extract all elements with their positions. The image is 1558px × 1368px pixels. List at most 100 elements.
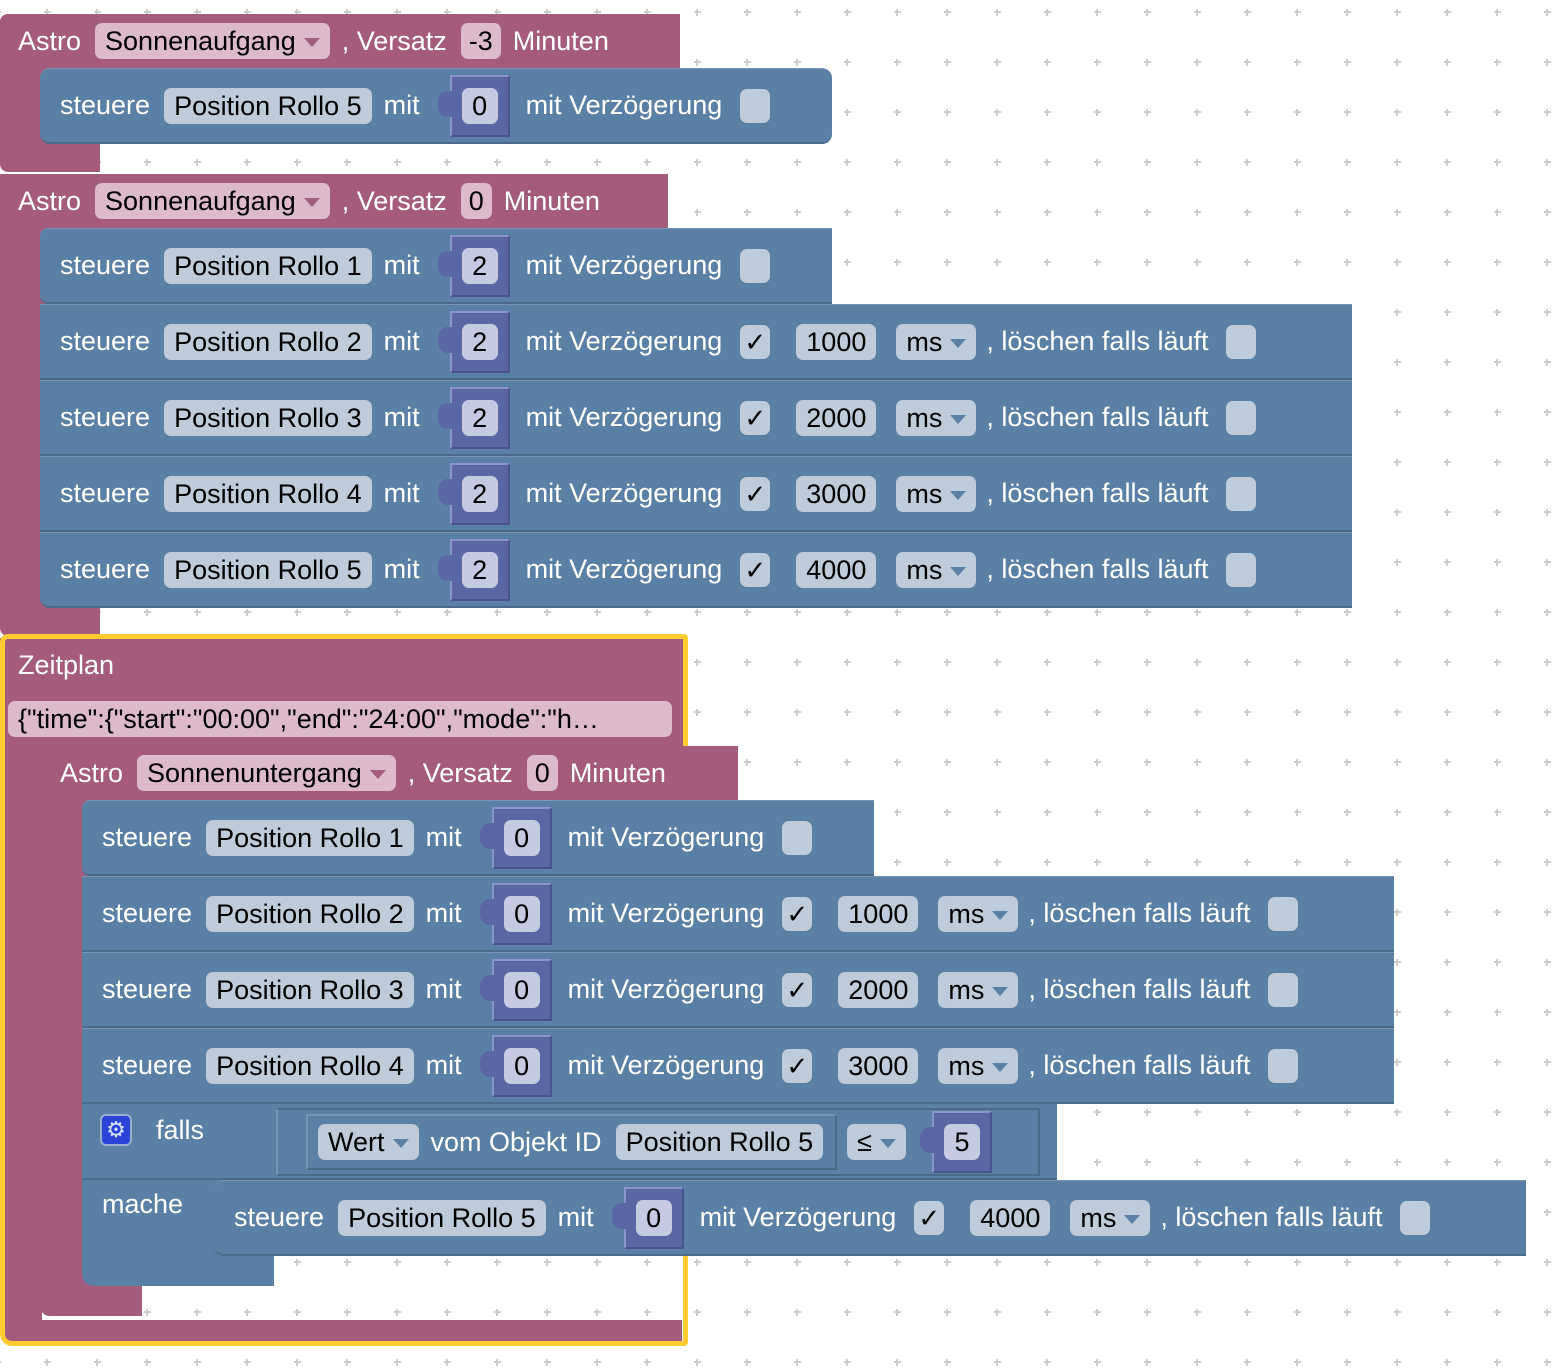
delay-unit-dropdown[interactable]: ms	[896, 323, 977, 360]
number-block[interactable]: 2	[437, 310, 510, 373]
delay-input[interactable]: 1000	[796, 323, 877, 360]
delay-checkbox[interactable]: ✓	[740, 324, 771, 359]
operator-dropdown[interactable]: ≤	[847, 1124, 906, 1160]
number-block[interactable]: 0	[479, 806, 552, 869]
astro-block-1-header[interactable]: Astro Sonnenaufgang , Versatz -3 Minuten	[0, 14, 680, 68]
delay-input[interactable]: 1000	[838, 895, 919, 932]
number-input[interactable]: 0	[503, 1047, 540, 1084]
delay-checkbox[interactable]: ✓	[740, 552, 771, 587]
control-block[interactable]: steuere Position Rollo 3 mit 0 mit Verzö…	[82, 952, 1394, 1028]
clear-checkbox[interactable]	[1268, 972, 1299, 1007]
delay-unit-dropdown[interactable]: ms	[938, 895, 1019, 932]
schedule-block-footer[interactable]	[0, 1320, 682, 1342]
control-block[interactable]: steuere Position Rollo 4 mit 2 mit Verzö…	[40, 456, 1352, 532]
control-block[interactable]: steuere Position Rollo 2 mit 2 mit Verzö…	[40, 304, 1352, 380]
object-id-field[interactable]: Position Rollo 5	[615, 1124, 824, 1160]
object-id-field[interactable]: Position Rollo 5	[164, 87, 372, 124]
object-id-field[interactable]: Position Rollo 5	[164, 551, 372, 588]
control-block[interactable]: steuere Position Rollo 1 mit 2 mit Verzö…	[40, 228, 832, 304]
delay-input[interactable]: 2000	[838, 971, 919, 1008]
clear-checkbox[interactable]	[1226, 400, 1257, 435]
delay-checkbox[interactable]	[740, 248, 771, 283]
delay-checkbox[interactable]	[782, 820, 813, 855]
offset-input[interactable]: -3	[460, 23, 501, 59]
number-input[interactable]: 0	[503, 971, 540, 1008]
number-block[interactable]: 0	[611, 1186, 684, 1249]
delay-input[interactable]: 3000	[796, 475, 877, 512]
number-input[interactable]: 5	[944, 1124, 980, 1160]
get-value-block[interactable]: Wert vom Objekt ID Position Rollo 5	[306, 1114, 838, 1170]
number-block[interactable]: 2	[437, 234, 510, 297]
number-input[interactable]: 2	[461, 475, 498, 512]
schedule-block-frame[interactable]	[0, 638, 42, 1342]
delay-unit-dropdown[interactable]: ms	[938, 1047, 1019, 1084]
delay-checkbox[interactable]: ✓	[914, 1200, 945, 1235]
property-dropdown[interactable]: Wert	[318, 1124, 419, 1160]
number-block[interactable]: 0	[437, 74, 510, 137]
schedule-config-field[interactable]: {"time":{"start":"00:00","end":"24:00","…	[8, 701, 672, 737]
object-id-field[interactable]: Position Rollo 4	[164, 475, 372, 512]
number-input[interactable]: 0	[503, 819, 540, 856]
astro-event-dropdown[interactable]: Sonnenaufgang	[95, 183, 330, 219]
control-block[interactable]: steuere Position Rollo 1 mit 0 mit Verzö…	[82, 800, 874, 876]
delay-unit-dropdown[interactable]: ms	[896, 399, 977, 436]
delay-checkbox[interactable]	[740, 88, 771, 123]
offset-input[interactable]: 0	[460, 183, 492, 219]
object-id-field[interactable]: Position Rollo 2	[206, 895, 414, 932]
object-id-field[interactable]: Position Rollo 4	[206, 1047, 414, 1084]
schedule-config-row[interactable]: {"time":{"start":"00:00","end":"24:00","…	[0, 692, 684, 746]
delay-input[interactable]: 2000	[796, 399, 877, 436]
clear-checkbox[interactable]	[1226, 324, 1257, 359]
compare-block[interactable]: Wert vom Objekt ID Position Rollo 5 ≤ 5	[276, 1108, 1040, 1176]
clear-checkbox[interactable]	[1268, 1048, 1299, 1083]
number-block[interactable]: 2	[437, 386, 510, 449]
delay-checkbox[interactable]: ✓	[782, 896, 813, 931]
object-id-field[interactable]: Position Rollo 3	[206, 971, 414, 1008]
astro-block-2-header[interactable]: Astro Sonnenaufgang , Versatz 0 Minuten	[0, 174, 668, 228]
delay-input[interactable]: 4000	[970, 1199, 1051, 1236]
object-id-field[interactable]: Position Rollo 3	[164, 399, 372, 436]
object-id-field[interactable]: Position Rollo 2	[164, 323, 372, 360]
delay-unit-dropdown[interactable]: ms	[896, 551, 977, 588]
clear-checkbox[interactable]	[1400, 1200, 1431, 1235]
delay-input[interactable]: 3000	[838, 1047, 919, 1084]
number-input[interactable]: 2	[461, 551, 498, 588]
control-block[interactable]: steuere Position Rollo 5 mit 0 mit Verzö…	[40, 68, 832, 144]
delay-unit-dropdown[interactable]: ms	[1070, 1199, 1151, 1236]
astro-event-dropdown[interactable]: Sonnenuntergang	[137, 755, 396, 791]
delay-checkbox[interactable]: ✓	[782, 972, 813, 1007]
schedule-block-header[interactable]: Zeitplan	[0, 638, 684, 692]
astro-block-3-header[interactable]: Astro Sonnenuntergang , Versatz 0 Minute…	[40, 746, 738, 800]
delay-unit-dropdown[interactable]: ms	[938, 971, 1019, 1008]
number-input[interactable]: 0	[635, 1199, 672, 1236]
object-id-field[interactable]: Position Rollo 1	[164, 247, 372, 284]
number-input[interactable]: 2	[461, 247, 498, 284]
control-block[interactable]: steuere Position Rollo 5 mit 2 mit Verzö…	[40, 532, 1352, 608]
clear-checkbox[interactable]	[1268, 896, 1299, 931]
clear-checkbox[interactable]	[1226, 552, 1257, 587]
control-block[interactable]: steuere Position Rollo 4 mit 0 mit Verzö…	[82, 1028, 1394, 1104]
delay-checkbox[interactable]: ✓	[740, 476, 771, 511]
number-block[interactable]: 2	[437, 462, 510, 525]
clear-checkbox[interactable]	[1226, 476, 1257, 511]
number-block[interactable]: 5	[920, 1111, 992, 1173]
number-block[interactable]: 2	[437, 538, 510, 601]
object-id-field[interactable]: Position Rollo 5	[338, 1199, 546, 1236]
delay-unit-dropdown[interactable]: ms	[896, 475, 977, 512]
object-id-field[interactable]: Position Rollo 1	[206, 819, 414, 856]
number-input[interactable]: 0	[461, 87, 498, 124]
number-block[interactable]: 0	[479, 1034, 552, 1097]
delay-checkbox[interactable]: ✓	[740, 400, 771, 435]
delay-input[interactable]: 4000	[796, 551, 877, 588]
control-block[interactable]: steuere Position Rollo 2 mit 0 mit Verzö…	[82, 876, 1394, 952]
control-block[interactable]: steuere Position Rollo 3 mit 2 mit Verzö…	[40, 380, 1352, 456]
number-input[interactable]: 0	[503, 895, 540, 932]
delay-checkbox[interactable]: ✓	[782, 1048, 813, 1083]
number-input[interactable]: 2	[461, 323, 498, 360]
astro-event-dropdown[interactable]: Sonnenaufgang	[95, 23, 330, 59]
number-block[interactable]: 0	[479, 958, 552, 1021]
number-block[interactable]: 0	[479, 882, 552, 945]
number-input[interactable]: 2	[461, 399, 498, 436]
gear-icon[interactable]: ⚙	[100, 1114, 132, 1146]
control-block[interactable]: steuere Position Rollo 5 mit 0 mit Verzö…	[214, 1180, 1526, 1256]
